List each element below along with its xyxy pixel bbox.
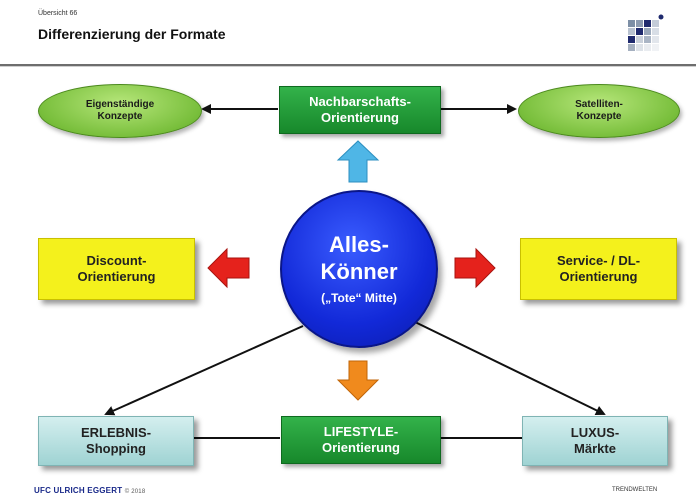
node-bottom-label: LIFESTYLE- Orientierung — [321, 423, 400, 455]
node-right: Service- / DL- Orientierung — [520, 238, 677, 300]
node-bottom: LIFESTYLE- Orientierung — [281, 416, 441, 464]
node-top-right-label: Satelliten- Konzepte — [575, 98, 623, 123]
center-line-1: Alles- — [329, 232, 389, 258]
arrow-diag-left-line — [104, 325, 304, 416]
node-left-label: Discount- Orientierung — [77, 252, 156, 284]
node-top-left: Eigenständige Konzepte — [38, 84, 202, 138]
grid-logo-icon — [626, 14, 664, 52]
arrow-right-icon — [454, 247, 496, 289]
node-top-left-label: Eigenständige Konzepte — [85, 98, 155, 123]
node-bottom-right-label: LUXUS- Märkte — [570, 424, 620, 456]
header-divider — [0, 64, 696, 66]
footer-brand-right: TRENDWELTEN — [612, 487, 658, 493]
footer-copyright: © 2018 — [124, 489, 146, 495]
slide-number: Übersicht 66 — [38, 10, 78, 17]
header-divider-shadow — [0, 66, 696, 67]
arrow-diag-right-line — [414, 321, 606, 415]
arrow-down-icon — [336, 360, 380, 401]
page-title: Differenzierung der Formate — [38, 26, 226, 42]
node-bottom-right: LUXUS- Märkte — [522, 416, 668, 466]
node-top-label: Nachbarschafts- Orientierung — [309, 93, 411, 125]
center-line-2: Könner — [320, 258, 398, 284]
center-line-3: („Tote“ Mitte) — [321, 290, 397, 305]
node-left: Discount- Orientierung — [38, 238, 195, 300]
node-bottom-left-label: ERLEBNIS- Shopping — [80, 424, 152, 456]
center-circle: Alles- Könner („Tote“ Mitte) — [280, 190, 438, 348]
node-top-right: Satelliten- Konzepte — [518, 84, 680, 138]
node-right-label: Service- / DL- Orientierung — [556, 252, 641, 284]
node-top: Nachbarschafts- Orientierung — [279, 86, 441, 134]
arrow-up-icon — [336, 140, 380, 183]
node-bottom-left: ERLEBNIS- Shopping — [38, 416, 194, 466]
footer-brand-name: UFC ULRICH EGGERT — [34, 486, 123, 495]
arrow-left-icon — [207, 247, 250, 289]
footer-brand-left: UFC ULRICH EGGERT © 2018 — [34, 486, 145, 495]
